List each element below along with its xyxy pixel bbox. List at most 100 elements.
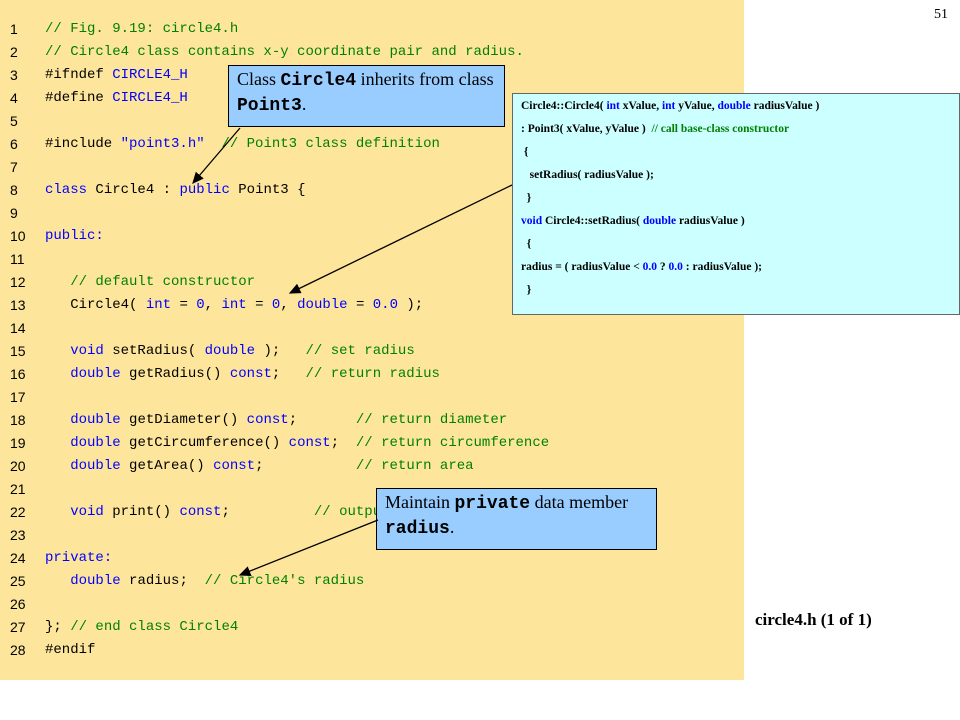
code-line: 17 (0, 386, 744, 409)
code-text: // Fig. 9.19: circle4.h (45, 21, 238, 37)
box-code-line: : Point3( xValue, yValue ) // call base-… (521, 123, 959, 146)
callout-private-mid: data member (530, 492, 629, 512)
callout-inherits-post: . (301, 94, 307, 114)
slide-number: 51 (934, 7, 948, 22)
file-label: circle4.h (1 of 1) (755, 610, 872, 629)
code-token: , (280, 297, 298, 313)
code-token: // end class Circle4 (70, 619, 239, 635)
code-token: double (297, 297, 348, 313)
code-token: double (70, 412, 121, 428)
box-code-token: double (717, 100, 751, 112)
code-token: 0 (196, 297, 205, 313)
box-code-line: } (521, 284, 959, 307)
line-number: 8 (10, 182, 18, 198)
code-text: class Circle4 : public Point3 { (45, 182, 305, 198)
box-code-token: 0.0 (642, 261, 658, 273)
code-line: 7 (0, 156, 744, 179)
box-code-token: xValue, (619, 100, 662, 112)
line-number: 17 (10, 389, 26, 405)
box-code-token: radius = ( radiusValue < (521, 261, 643, 273)
code-line: 8 class Circle4 : public Point3 { (0, 179, 744, 202)
code-line: 15 void setRadius( double ); // set radi… (0, 340, 744, 363)
code-token: ; (330, 435, 356, 451)
code-text: double radius; // Circle4's radius (45, 573, 364, 589)
code-token: // return area (355, 458, 474, 474)
code-token: // Circle4 class contains x-y coordinate… (45, 44, 524, 60)
line-number: 15 (10, 343, 26, 359)
box-code-line: void Circle4::setRadius( double radiusVa… (521, 215, 959, 238)
code-line: 1 // Fig. 9.19: circle4.h (0, 18, 744, 41)
code-line: 20 double getArea() const; // return are… (0, 455, 744, 478)
code-token: ; (271, 366, 306, 382)
code-token: // return radius (305, 366, 440, 382)
callout-inherits: Class Circle4 inherits from class Point3… (228, 65, 505, 127)
box-code-token: void (521, 215, 543, 227)
code-token: void (70, 343, 104, 359)
line-number: 11 (10, 251, 25, 267)
code-text: double getCircumference() const; // retu… (45, 435, 549, 451)
box-code-token: 0.0 (668, 261, 683, 273)
code-text: double getRadius() const; // return radi… (45, 366, 440, 382)
code-line: 12 // default constructor (0, 271, 744, 294)
box-code-line: Circle4::Circle4( int xValue, int yValue… (521, 100, 959, 123)
callout-inherits-class: Circle4 (280, 71, 357, 91)
code-token: Circle4( (45, 297, 146, 313)
code-token (45, 504, 70, 520)
code-token: ); (398, 297, 424, 313)
line-number: 25 (10, 573, 26, 589)
line-number: 1 (10, 21, 18, 37)
code-token: // set radius (305, 343, 415, 359)
box-code-line: } (521, 192, 959, 215)
code-line: 2// Circle4 class contains x-y coordinat… (0, 41, 744, 64)
code-line: 27}; // end class Circle4 (0, 616, 744, 639)
box-code-token: radiusValue ) (676, 215, 745, 227)
code-token: // return diameter (355, 412, 508, 428)
code-token: double (70, 435, 121, 451)
box-code-line: { (521, 146, 959, 169)
code-token: int (221, 297, 247, 313)
callout-private-pre: Maintain (385, 492, 455, 512)
line-number: 23 (10, 527, 26, 543)
box-code-line: setRadius( radiusValue ); (521, 169, 959, 192)
code-line: 13 Circle4( int = 0, int = 0, double = 0… (0, 294, 744, 317)
code-token: class (45, 182, 96, 198)
code-text: double getDiameter() const; // return di… (45, 412, 507, 428)
box-code-token: setRadius( radiusValue ); (521, 169, 654, 181)
code-token: Circle4 : (95, 182, 180, 198)
line-number: 26 (10, 596, 26, 612)
code-token: public (179, 182, 230, 198)
code-token: // default constructor (45, 274, 256, 290)
code-line: 23 (0, 524, 744, 547)
line-number: 7 (10, 159, 18, 175)
box-code-token: radiusValue ) (750, 100, 820, 112)
code-token (205, 136, 222, 152)
code-token: getRadius() (120, 366, 230, 382)
code-token: getCircumference() (120, 435, 289, 451)
constructor-code-box: Circle4::Circle4( int xValue, int yValue… (512, 93, 960, 315)
line-number: 16 (10, 366, 26, 382)
box-code-token: int (661, 100, 676, 112)
callout-private-keyword: private (454, 494, 531, 514)
code-text: }; // end class Circle4 (45, 619, 238, 635)
box-code-token: yValue, (675, 100, 718, 112)
callout-inherits-mid: inherits from class (356, 69, 494, 89)
code-line: 21 (0, 478, 744, 501)
code-token: // return circumference (355, 435, 550, 451)
code-token: = (171, 297, 197, 313)
callout-private-post: . (449, 517, 455, 537)
code-line: 4#define CIRCLE4_H (0, 87, 744, 110)
code-line: 26 (0, 593, 744, 616)
line-number: 9 (10, 205, 18, 221)
box-code-token: int (606, 100, 620, 112)
code-token: ; (221, 504, 314, 520)
code-text: // Circle4 class contains x-y coordinate… (45, 44, 524, 60)
code-token: "point3.h" (120, 136, 205, 152)
code-token: CIRCLE4_H (112, 90, 188, 106)
code-text: #endif (45, 642, 95, 658)
box-code-token: { (521, 146, 529, 158)
code-line: 25 double radius; // Circle4's radius (0, 570, 744, 593)
box-code-line: { (521, 238, 959, 261)
line-number: 3 (10, 67, 18, 83)
